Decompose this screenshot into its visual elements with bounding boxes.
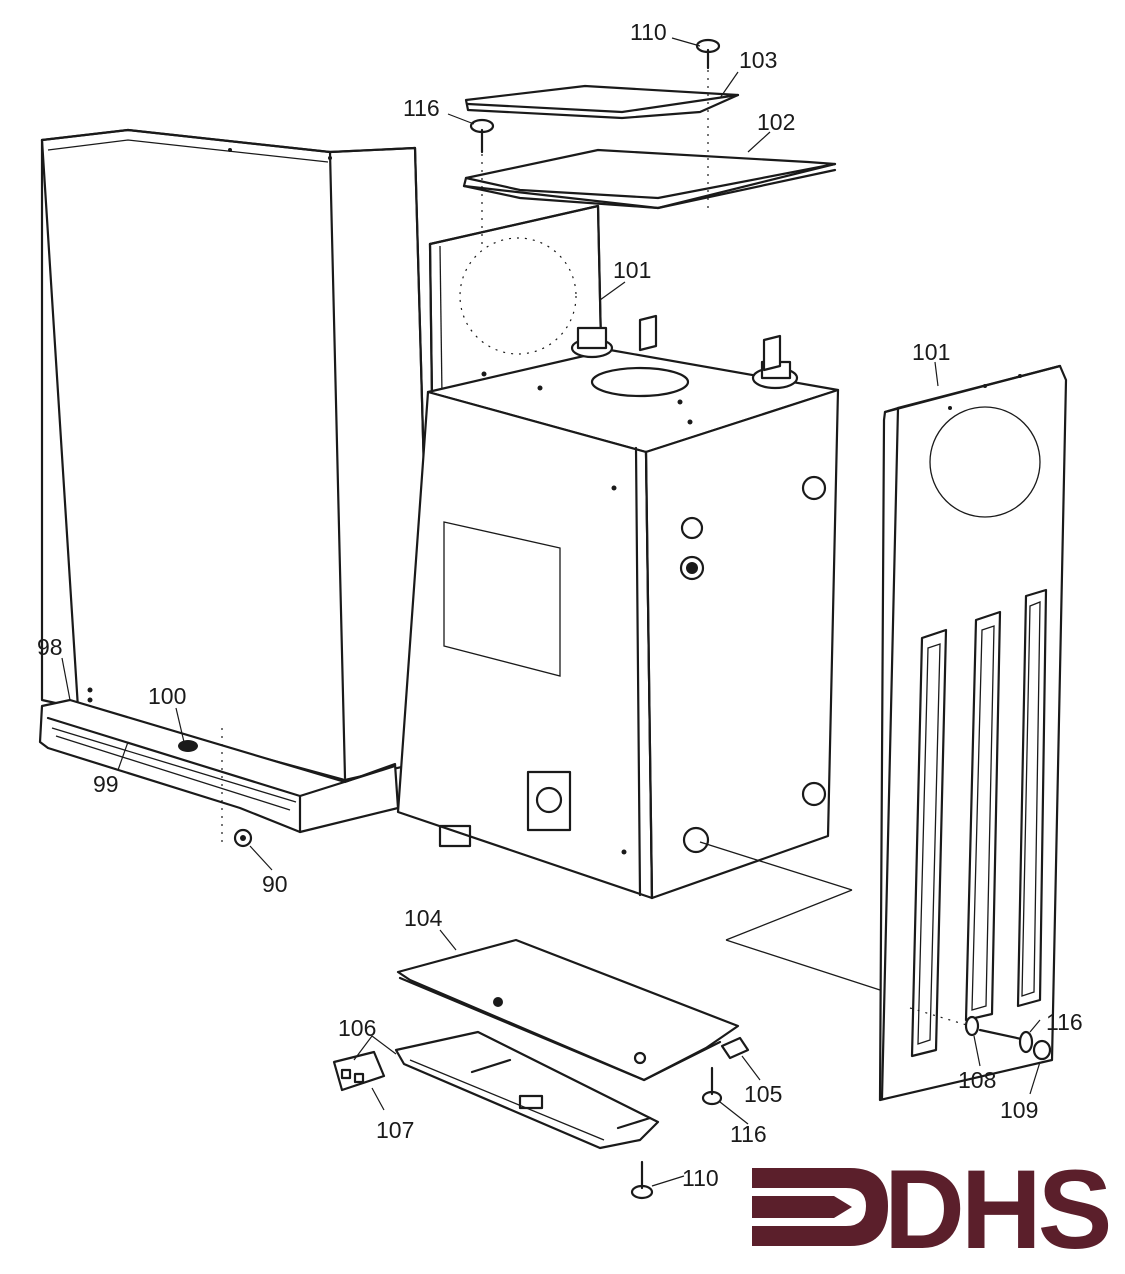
assembly-lines bbox=[221, 70, 971, 1027]
lower-tray bbox=[394, 1030, 660, 1150]
callout-100: 100 bbox=[148, 683, 186, 709]
top-plate-102 bbox=[462, 148, 837, 210]
logo-text: DHS bbox=[884, 1147, 1109, 1272]
dhs-logo: DHS bbox=[752, 1147, 1113, 1272]
bottom-plate-104 bbox=[396, 938, 740, 1082]
screw-110-bottom bbox=[630, 1160, 654, 1200]
bottom-trim bbox=[38, 698, 400, 834]
callout-116-bottom: 116 bbox=[730, 1121, 767, 1147]
front-cover bbox=[40, 128, 434, 782]
callout-116-top: 116 bbox=[403, 95, 440, 121]
callout-98: 98 bbox=[37, 634, 63, 660]
screw-110-top bbox=[695, 38, 721, 70]
callout-108: 108 bbox=[958, 1067, 996, 1093]
callout-106: 106 bbox=[338, 1015, 376, 1041]
callout-99: 99 bbox=[93, 771, 119, 797]
callout-105: 105 bbox=[744, 1081, 782, 1107]
callout-101-back: 101 bbox=[613, 257, 651, 283]
screw-116-bottom bbox=[701, 1066, 723, 1106]
screw-116-right bbox=[964, 1015, 1052, 1061]
callout-110-top: 110 bbox=[630, 19, 667, 45]
top-plate-103 bbox=[464, 84, 740, 120]
callout-103: 103 bbox=[739, 47, 777, 73]
main-box bbox=[396, 314, 840, 900]
callout-101-side: 101 bbox=[912, 339, 950, 365]
connector-block bbox=[332, 1050, 386, 1092]
callout-110-bottom: 110 bbox=[682, 1165, 719, 1191]
callout-102: 102 bbox=[757, 109, 795, 135]
clip-105 bbox=[720, 1036, 750, 1060]
callout-90: 90 bbox=[262, 871, 288, 897]
callout-107: 107 bbox=[376, 1117, 414, 1143]
callout-104: 104 bbox=[404, 905, 443, 931]
screw-116-top bbox=[469, 118, 495, 154]
logo-arrow-icon bbox=[752, 1168, 888, 1246]
callouts: 110 103 116 102 101 101 98 100 99 90 104… bbox=[37, 19, 1083, 1191]
callout-116-right: 116 bbox=[1046, 1009, 1083, 1035]
side-panel bbox=[878, 364, 1068, 1102]
nut-90 bbox=[233, 828, 253, 848]
leader-lines bbox=[61, 37, 1041, 1187]
callout-109: 109 bbox=[1000, 1097, 1038, 1123]
